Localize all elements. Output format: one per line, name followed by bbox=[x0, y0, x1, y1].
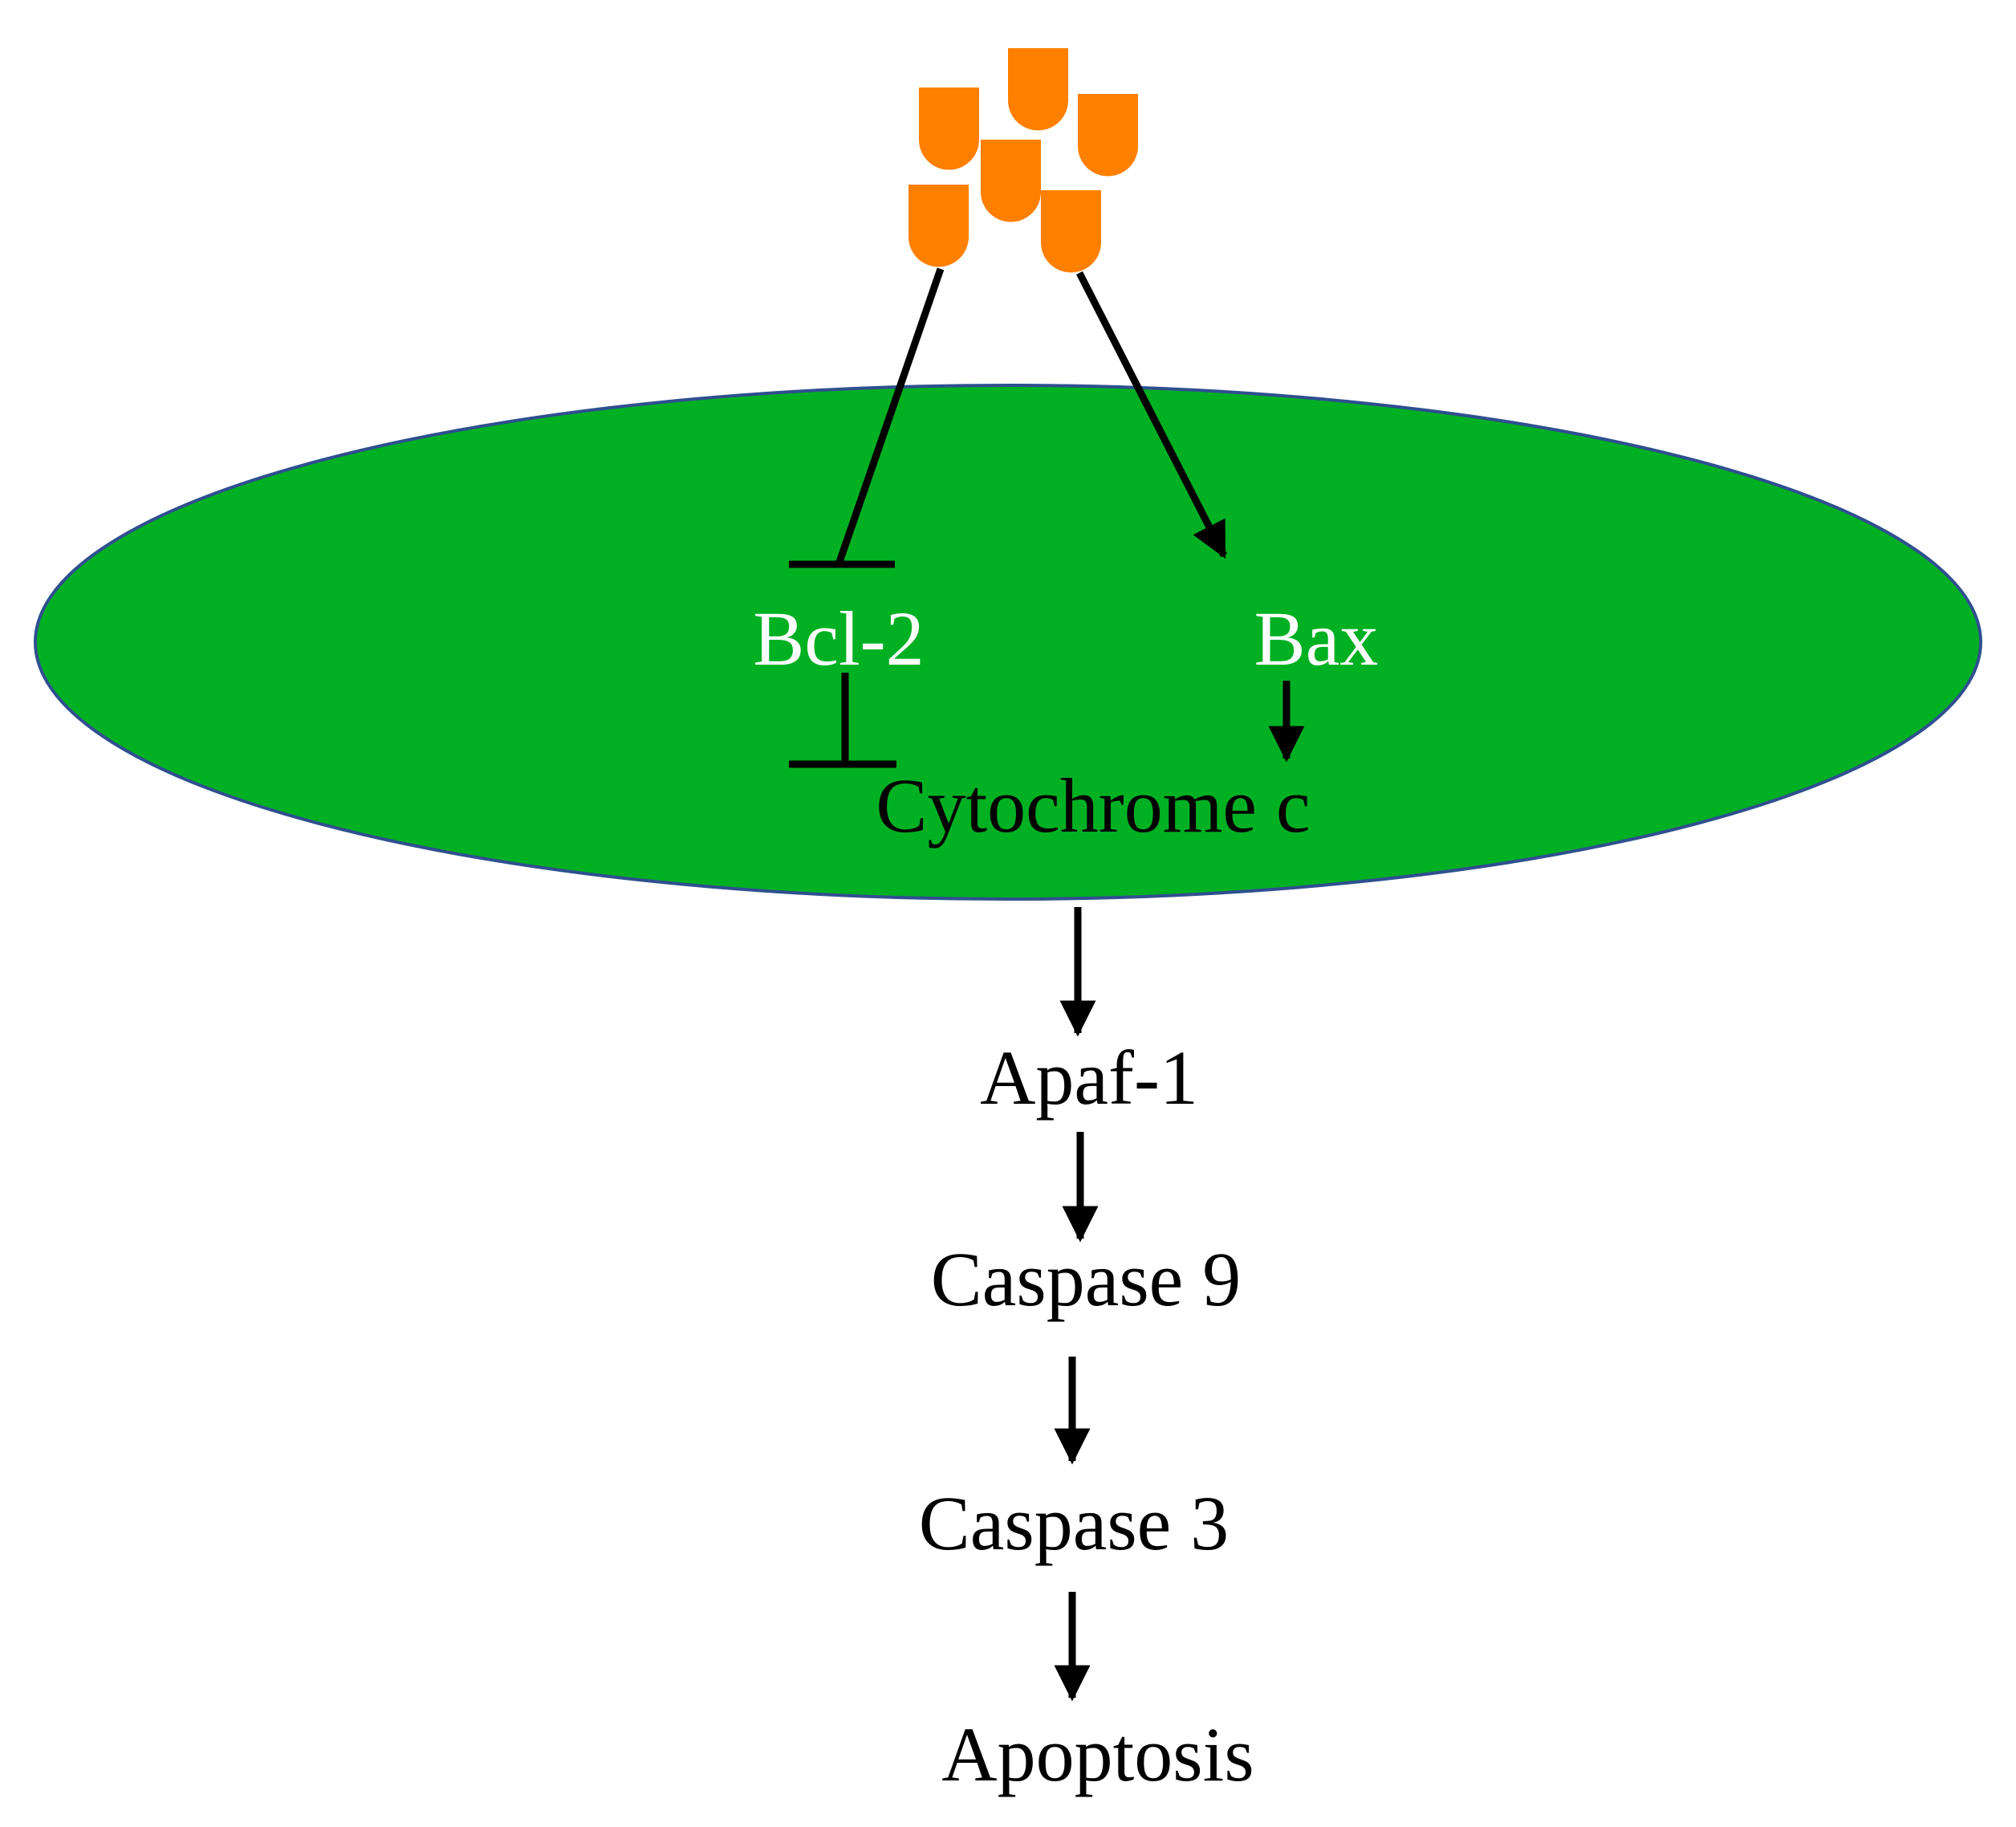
node-apoptosis: Apoptosis bbox=[941, 1711, 1254, 1797]
edge-particles-inhibits-bcl2 bbox=[835, 267, 945, 566]
particle-icon bbox=[1078, 94, 1138, 177]
edge-particles-activates-bax bbox=[1075, 271, 1228, 559]
particle-icon bbox=[919, 87, 979, 170]
compound-particle-cluster bbox=[908, 48, 1138, 273]
node-bax: Bax bbox=[1254, 596, 1379, 682]
particle-icon bbox=[908, 185, 969, 267]
node-bcl2: Bcl-2 bbox=[753, 596, 924, 682]
particle-icon bbox=[981, 140, 1041, 222]
particle-icon bbox=[1008, 48, 1068, 131]
node-caspase9: Caspase 9 bbox=[931, 1236, 1242, 1322]
mitochondrion-ellipse bbox=[34, 384, 1982, 901]
particle-icon bbox=[1041, 190, 1101, 273]
node-caspase3: Caspase 3 bbox=[919, 1480, 1230, 1566]
node-cytochrome-c: Cytochrome c bbox=[876, 763, 1310, 848]
node-apaf1: Apaf-1 bbox=[980, 1035, 1198, 1121]
